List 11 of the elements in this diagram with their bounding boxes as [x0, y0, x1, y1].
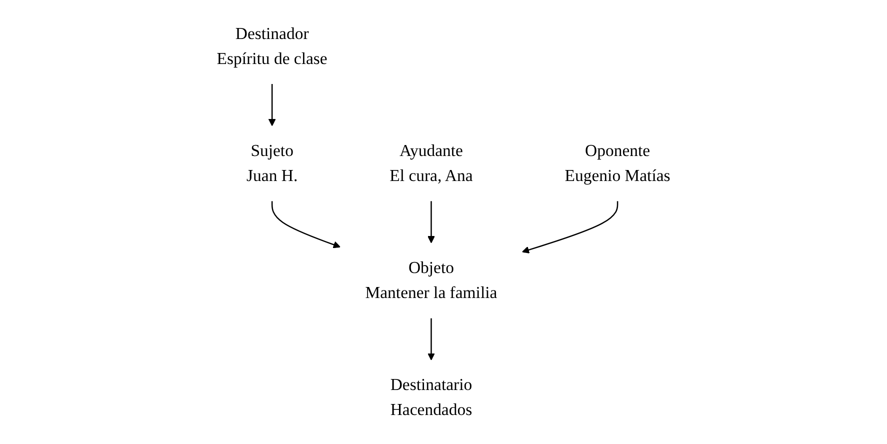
- arrow: [522, 201, 618, 254]
- node-text: Ayudante El cura, Ana: [390, 142, 473, 186]
- node-text: Sujeto Juan H.: [246, 142, 298, 186]
- node-text: Oponente Eugenio Matías: [564, 142, 670, 186]
- node-text: Destinador Espíritu de clase: [216, 24, 328, 68]
- node-text: Destinatario Hacendados: [390, 376, 472, 420]
- arrow: [428, 201, 435, 244]
- node-text: Objeto Mantener la familia: [365, 258, 498, 302]
- arrow: [271, 201, 340, 248]
- arrow: [428, 318, 435, 360]
- arrow: [268, 84, 276, 126]
